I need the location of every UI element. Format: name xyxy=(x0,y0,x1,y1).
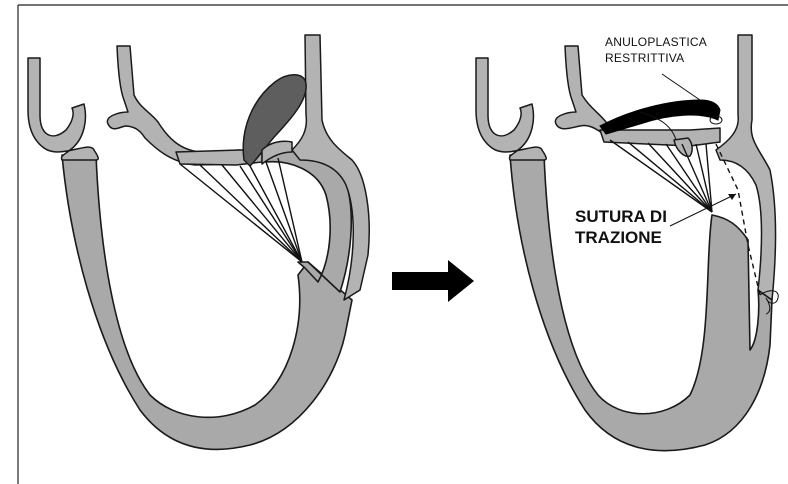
ventricle-wall-before xyxy=(62,155,352,449)
ventricle-wall-after xyxy=(510,155,772,451)
annuloplasty-label-line1: ANULOPLASTICA xyxy=(605,35,707,49)
aorta-after xyxy=(476,58,546,160)
aorta-before xyxy=(28,58,98,160)
annuloplasty-pointer xyxy=(662,74,700,100)
chordae-after xyxy=(610,140,712,212)
heart-before xyxy=(28,35,369,449)
right-arrow-icon xyxy=(392,260,474,302)
annuloplasty-label-line2: RESTRITTIVA xyxy=(605,51,684,65)
branch-vessel-before xyxy=(107,46,240,165)
suture-label-line2: TRAZIONE xyxy=(575,228,662,247)
chordae-before xyxy=(180,158,302,262)
branch-vessel-after xyxy=(555,46,612,136)
suture-label-line1: SUTURA DI xyxy=(575,207,667,226)
